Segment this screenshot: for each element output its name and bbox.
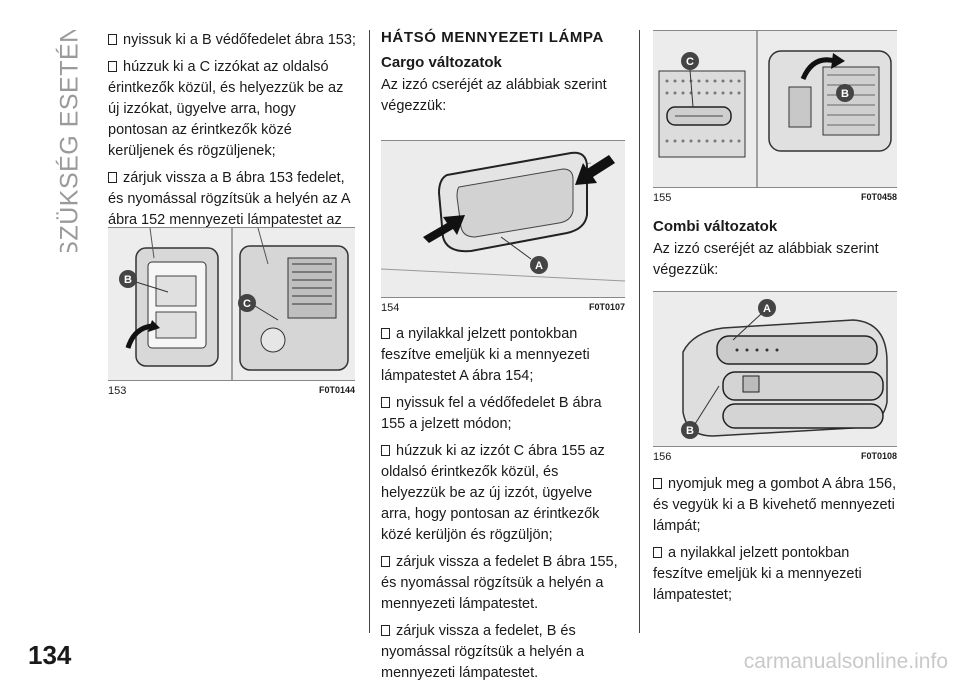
figure-label: B — [686, 425, 694, 437]
column-2-list: a nyilakkal jelzett pontokban feszítve e… — [381, 324, 625, 690]
column-3-list: nyomjuk meg a gombot A ábra 156, és vegy… — [653, 474, 897, 612]
checkbox-bullet-icon — [381, 397, 390, 408]
subheading: Combi változatok — [653, 218, 778, 235]
subheading: Cargo változatok — [381, 54, 502, 71]
bullet-item: húzzuk ki az izzót C ábra 155 az oldalsó… — [381, 443, 605, 543]
figure-label: A — [535, 260, 543, 272]
figure-number: 154 — [381, 302, 400, 314]
column-divider — [369, 30, 370, 633]
figure-caption: 153 F0T0144 — [108, 385, 355, 397]
figure-caption: 156 F0T0108 — [653, 451, 897, 463]
checkbox-bullet-icon — [381, 556, 390, 567]
checkbox-bullet-icon — [108, 61, 117, 72]
figure-153: B C 153 F0T0144 — [108, 227, 355, 397]
figure-code: F0T0144 — [318, 385, 355, 395]
figure-label: C — [243, 298, 251, 310]
figure-156: A B 156 F0T0108 — [653, 291, 897, 463]
intro-text: Az izzó cseréjét az alábbiak szerint vég… — [381, 77, 607, 114]
checkbox-bullet-icon — [381, 328, 390, 339]
bullet-item: nyissuk fel a védőfedelet B ábra 155 a j… — [381, 395, 602, 432]
checkbox-bullet-icon — [653, 547, 662, 558]
watermark: carmanualsonline.info — [743, 650, 948, 673]
bullet-item: nyomjuk meg a gombot A ábra 156, és vegy… — [653, 476, 897, 534]
figure-153-image: B C — [108, 227, 355, 381]
figure-code: F0T0107 — [588, 302, 625, 312]
bullet-item: a nyilakkal jelzett pontokban feszítve e… — [381, 326, 590, 384]
column-2: HÁTSÓ MENNYEZETI LÁMPA Cargo változatok … — [381, 30, 625, 125]
figure-number: 156 — [653, 451, 672, 463]
bullet-item: húzzuk ki a C izzókat az oldalsó érintke… — [108, 59, 344, 159]
figure-number: 155 — [653, 192, 672, 204]
checkbox-bullet-icon — [108, 172, 117, 183]
checkbox-bullet-icon — [381, 625, 390, 636]
page-number: 134 — [28, 640, 72, 670]
figure-154-image: A — [381, 140, 625, 298]
column-divider — [639, 30, 640, 633]
figure-label: C — [686, 56, 694, 68]
figure-155: C B 155 F0T0458 — [653, 30, 897, 204]
figure-label: B — [841, 88, 849, 100]
intro-text: Az izzó cseréjét az alábbiak szerint vég… — [653, 241, 879, 278]
bullet-item: nyissuk ki a B védőfedelet ábra 153; — [108, 30, 356, 51]
figure-code: F0T0108 — [860, 451, 897, 461]
figure-number: 153 — [108, 385, 127, 397]
column-3: Combi változatok Az izzó cseréjét az alá… — [653, 218, 897, 289]
section-heading: HÁTSÓ MENNYEZETI LÁMPA — [381, 29, 604, 46]
figure-156-image: A B — [653, 291, 897, 447]
figure-caption: 155 F0T0458 — [653, 192, 897, 204]
side-section-title: SZÜKSÉG ESETÉN — [55, 30, 84, 252]
figure-label: A — [763, 303, 771, 315]
figure-154: A 154 F0T0107 — [381, 140, 625, 314]
figure-label: B — [124, 274, 132, 286]
checkbox-bullet-icon — [108, 34, 117, 45]
figure-155-image: C B — [653, 30, 897, 188]
figure-caption: 154 F0T0107 — [381, 302, 625, 314]
checkbox-bullet-icon — [653, 478, 662, 489]
checkbox-bullet-icon — [381, 445, 390, 456]
bullet-item: zárjuk vissza a fedelet, B és nyomással … — [381, 623, 585, 681]
figure-code: F0T0458 — [860, 192, 897, 202]
bullet-item: zárjuk vissza a fedelet B ábra 155, és n… — [381, 554, 618, 612]
bullet-item: a nyilakkal jelzett pontokban feszítve e… — [653, 545, 862, 603]
